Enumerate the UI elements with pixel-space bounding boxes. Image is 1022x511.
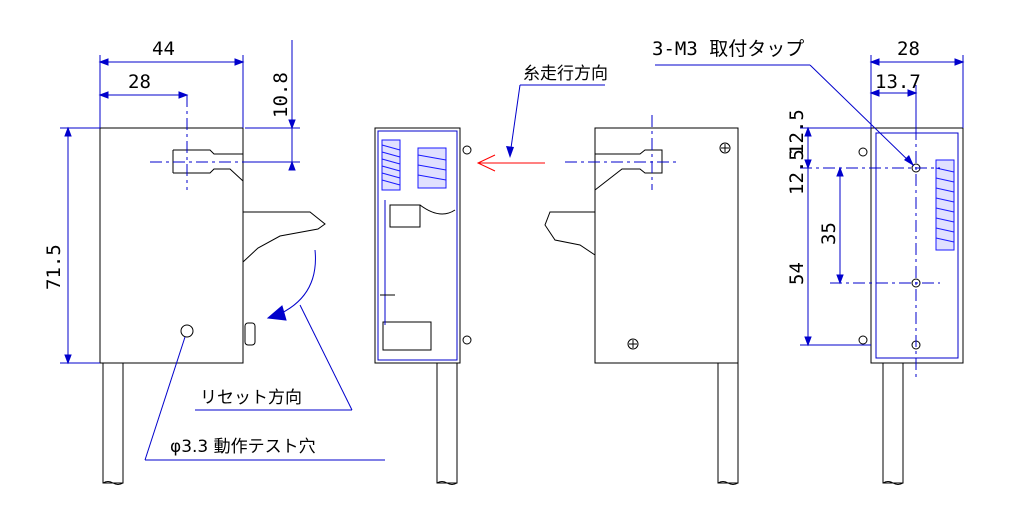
front-dimensions bbox=[60, 40, 300, 365]
rear-slot bbox=[594, 149, 663, 191]
side-pin bbox=[882, 362, 904, 484]
dim-tap-pitch: 35 bbox=[818, 222, 840, 245]
front-centerlines bbox=[150, 95, 245, 190]
front-knob bbox=[244, 322, 256, 346]
front-body-outline bbox=[99, 127, 244, 364]
dim-width-partial: 28 bbox=[128, 71, 151, 93]
front-view bbox=[99, 127, 326, 485]
label-thread-direction: 糸走行方向 bbox=[523, 64, 608, 84]
label-test-hole: φ3.3 動作テスト穴 bbox=[170, 437, 316, 457]
reset-arc bbox=[269, 249, 316, 319]
side-spring bbox=[935, 159, 955, 251]
rear-centerlines bbox=[565, 115, 680, 190]
dim-tap-to-first: 12.5 bbox=[786, 149, 808, 195]
test-hole bbox=[180, 324, 194, 338]
thread-direction-arrow bbox=[476, 84, 605, 172]
rear-view bbox=[544, 127, 739, 485]
section-spring-left bbox=[381, 139, 401, 191]
mounting-tap-leader bbox=[655, 64, 915, 167]
dim-tap-span: 54 bbox=[786, 262, 808, 285]
label-reset-direction: リセット方向 bbox=[200, 388, 302, 408]
section-block-upper bbox=[389, 204, 421, 228]
dim-offset-top: 10.8 bbox=[270, 72, 292, 118]
dim-side-width-total: 28 bbox=[897, 38, 920, 60]
section-spring-right bbox=[417, 147, 447, 189]
dim-width-total: 44 bbox=[152, 38, 175, 60]
side-centerlines bbox=[800, 128, 940, 380]
section-pin bbox=[436, 362, 458, 484]
dim-height-total: 71.5 bbox=[43, 244, 65, 290]
label-mounting-tap: 3-M3 取付タップ bbox=[652, 38, 804, 60]
side-body-outline bbox=[870, 127, 964, 364]
front-slot-bottom bbox=[173, 168, 244, 182]
section-body-outline bbox=[374, 127, 461, 364]
section-block-lower bbox=[382, 321, 432, 351]
front-pin bbox=[102, 362, 124, 484]
dim-side-width-partial: 13.7 bbox=[875, 71, 921, 93]
front-lever bbox=[242, 211, 326, 263]
tap-hole-2 bbox=[911, 278, 921, 288]
test-hole-leader bbox=[144, 336, 385, 461]
rear-body-outline bbox=[594, 127, 739, 364]
section-view bbox=[374, 127, 472, 485]
reset-direction-leader bbox=[195, 304, 353, 411]
front-slot-top bbox=[173, 149, 243, 155]
rear-pin bbox=[717, 362, 739, 484]
side-view bbox=[858, 127, 964, 485]
dim-tap-top: 12.5 bbox=[786, 109, 808, 155]
side-dimensions bbox=[800, 55, 965, 347]
